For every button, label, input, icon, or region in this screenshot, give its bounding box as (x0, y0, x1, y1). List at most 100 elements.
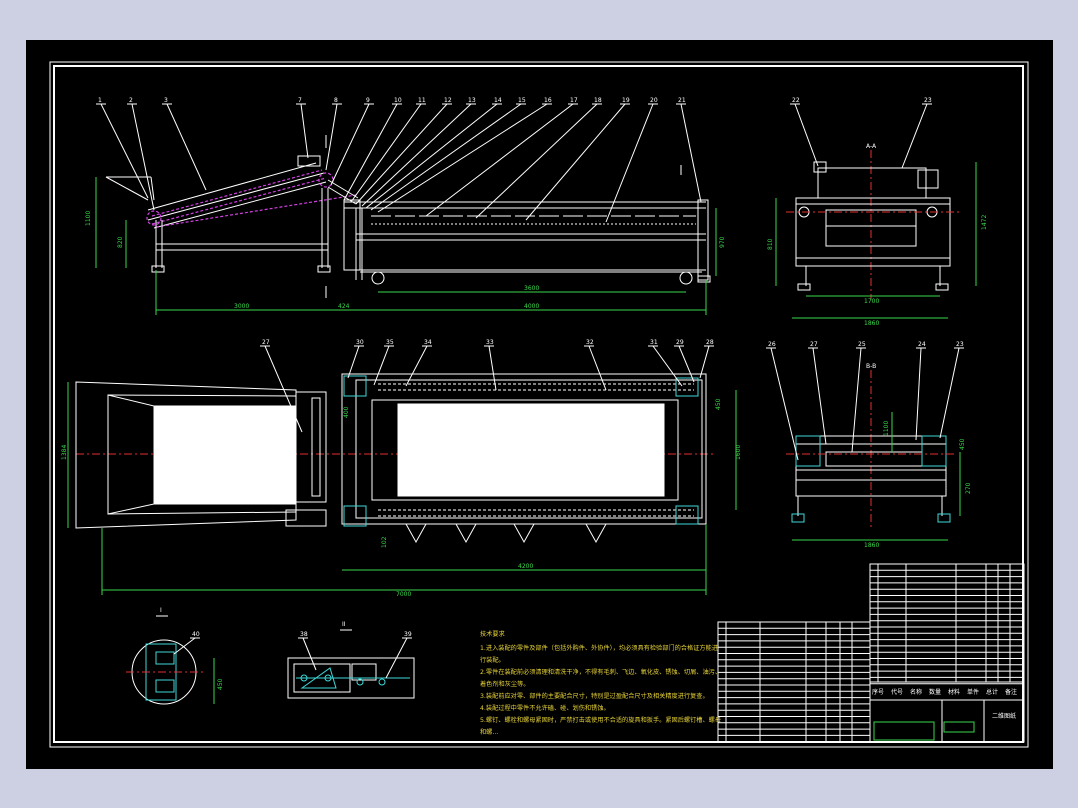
dim-plan-len-main: 4200 (518, 563, 533, 570)
detail-i-dim: 450 (217, 678, 224, 690)
balloon-leader (939, 347, 960, 439)
notes-line: 1.进入装配的零件及部件（包括外购件、外协件），均必须具有检验部门的合格证方能进 (480, 644, 718, 652)
detail-ii-balloons: 38 39 (298, 631, 412, 679)
dim-plan-d-c: 102 (381, 536, 388, 548)
section-label-bb: B-B (866, 363, 876, 370)
parts-header-cell: 单件 (967, 688, 979, 696)
balloon-label: 8 (334, 97, 338, 104)
parts-header-cell: 材料 (948, 688, 960, 696)
parts-list-table: 序号代号名称数量材料单件总计备注 二维图纸 (717, 563, 1025, 743)
balloon-label: 33 (486, 339, 494, 346)
balloon-label: 9 (366, 97, 370, 104)
dim-front-len-d: 3600 (524, 285, 539, 292)
dim-side-bottom-width: 1860 (864, 542, 879, 549)
balloon-label: 23 (956, 341, 964, 348)
detail-ii-label: II (342, 621, 346, 628)
balloon-label: 7 (298, 97, 302, 104)
notes-line: 3.装配前应对零、部件的主要配合尺寸，特别是过盈配合尺寸及相关精度进行复查。 (480, 692, 709, 700)
balloon-leader (680, 103, 702, 203)
balloon-leader (385, 637, 408, 679)
balloon-label: 30 (356, 339, 364, 346)
balloon-label: 24 (918, 341, 926, 348)
notes-title: 技术要求 (480, 630, 505, 638)
balloon-leader (343, 103, 398, 201)
parts-header-cell: 总计 (986, 688, 998, 696)
balloon-label: 28 (706, 339, 714, 346)
dim-side-top-width-inner: 1700 (864, 298, 879, 305)
dim-front-height-low: 820 (117, 236, 124, 248)
balloon-leader (330, 103, 370, 186)
balloon-label: 17 (570, 97, 578, 104)
balloon-label: 26 (768, 341, 776, 348)
balloon-leader (373, 345, 390, 386)
balloon-leader (302, 637, 317, 671)
inner-border (53, 65, 1024, 743)
detail-i-label: I (160, 607, 162, 614)
balloon-leader (405, 345, 428, 387)
balloon-leader (100, 103, 149, 199)
balloon-label: 13 (468, 97, 476, 104)
notes-line: 5.螺钉、螺栓和螺母紧固时，严禁打击或使用不合适的旋具和扳手。紧固后螺钉槽、螺母 (480, 716, 721, 724)
dim-front-height-left: 1100 (85, 211, 92, 226)
parts-header-cell: 序号 (872, 688, 884, 696)
title-block-name: 二维图纸 (992, 712, 1016, 720)
balloon-label: 27 (262, 339, 270, 346)
parts-header-cell: 数量 (929, 688, 941, 696)
balloon-leader (915, 347, 922, 441)
balloon-leader (355, 103, 448, 205)
dim-side-bottom-d-c: 450 (959, 438, 966, 450)
balloon-leader (605, 103, 654, 223)
balloon-label: 3 (164, 97, 168, 104)
balloon-label: 31 (650, 339, 658, 346)
balloon-leader (901, 103, 928, 169)
balloon-leader (488, 345, 497, 391)
dim-front-len-b: 424 (338, 303, 350, 310)
balloon-leader (365, 103, 498, 209)
dim-side-top-height: 1472 (981, 215, 988, 230)
detail-i-balloons: 40 (173, 631, 200, 655)
balloon-label: 12 (444, 97, 452, 104)
balloon-label: 35 (386, 339, 394, 346)
balloon-leader (325, 103, 338, 171)
balloon-label: 34 (424, 339, 432, 346)
balloon-label: 38 (300, 631, 308, 638)
section-label-aa: A-A (866, 143, 877, 150)
balloon-leader (370, 103, 522, 211)
balloon-leader (377, 103, 548, 213)
dim-front-len-a: 3000 (234, 303, 249, 310)
balloon-leader (588, 345, 607, 391)
balloon-label: 19 (622, 97, 630, 104)
balloon-label: 39 (404, 631, 412, 638)
balloon-label: 11 (418, 97, 426, 104)
balloon-leader (525, 103, 626, 221)
balloon-label: 18 (594, 97, 602, 104)
dim-plan-len-total: 7000 (396, 591, 411, 598)
balloon-leader (652, 345, 683, 387)
balloon-label: 21 (678, 97, 686, 104)
balloon-label: 15 (518, 97, 526, 104)
balloon-leader (166, 103, 207, 191)
balloon-label: 2 (129, 97, 133, 104)
balloon-label: 40 (192, 631, 200, 638)
outer-border (49, 61, 1029, 748)
balloon-leader (347, 345, 360, 379)
detail-view-i: I 450 40 (126, 607, 224, 705)
dim-side-bottom-d-b: 270 (965, 482, 972, 494)
balloon-leader (264, 345, 303, 433)
balloon-leader (425, 103, 574, 217)
balloon-label: 10 (394, 97, 402, 104)
balloon-label: 29 (676, 339, 684, 346)
parts-list-header: 序号代号名称数量材料单件总计备注 (872, 688, 1017, 696)
balloon-leader (300, 103, 309, 159)
notes-line: 2.零件在装配前必须清理和清洗干净，不得有毛刺、飞边、氧化皮、锈蚀、切屑、油污、 (480, 668, 721, 676)
balloon-leader (812, 347, 827, 445)
balloon-leader (173, 637, 196, 655)
dim-front-height-right: 970 (719, 236, 726, 248)
dim-front-len-c: 4000 (524, 303, 539, 310)
